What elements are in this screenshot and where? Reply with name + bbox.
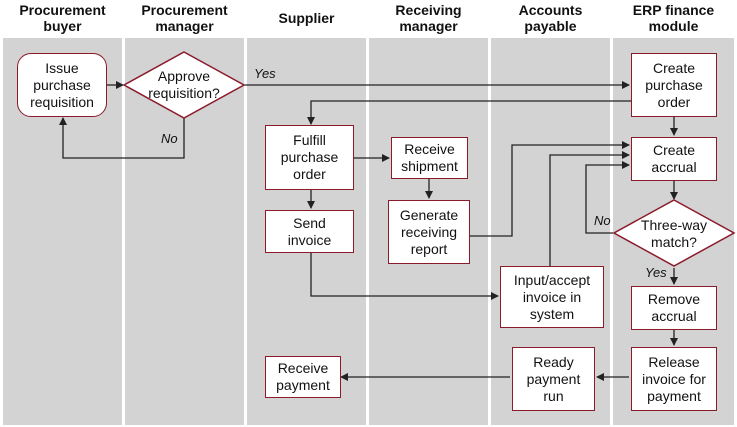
arrow-create-po-to-fulfill [307, 100, 674, 125]
send-invoice: Send invoice [265, 210, 354, 253]
generate-receiving-report: Generate receiving report [388, 200, 470, 264]
label-approve-yes: Yes [254, 66, 276, 81]
fulfill-purchase-order: Fulfill purchase order [265, 125, 354, 190]
lane-header-receiving-manager: Receiving manager [395, 2, 462, 34]
decision-three-way-match [612, 199, 736, 267]
label-match-yes: Yes [645, 265, 667, 280]
arrow-report-to-accrual [470, 141, 630, 237]
receive-shipment: Receive shipment [391, 137, 468, 179]
lane-header-procurement-buyer: Procurement buyer [19, 2, 106, 34]
label-approve-no: No [161, 131, 178, 146]
remove-accrual: Remove accrual [631, 286, 717, 330]
receive-payment: Receive payment [265, 356, 341, 398]
lane-header-procurement-manager: Procurement manager [141, 2, 228, 34]
create-purchase-order: Create purchase order [631, 53, 717, 117]
label-match-no: No [594, 213, 611, 228]
arrow-match-no-to-accrual [585, 161, 630, 234]
decision-approve-requisition [122, 51, 246, 119]
lane-header-erp-finance: ERP finance module [632, 2, 715, 34]
arrow-approve-no-to-issue [59, 117, 185, 159]
issue-purchase-requisition: Issue purchase requisition [17, 53, 107, 117]
input-accept-invoice: Input/accept invoice in system [500, 266, 604, 328]
three-way-match-text: Three-way match? [640, 217, 708, 250]
lane-header-accounts-payable: Accounts payable [518, 2, 583, 34]
lane-header-supplier: Supplier [278, 10, 335, 26]
approve-requisition-text: Approve requisition? [148, 68, 220, 101]
create-accrual: Create accrual [631, 137, 717, 181]
arrow-send-to-input [310, 253, 499, 300]
ready-payment-run: Ready payment run [512, 347, 595, 411]
arrow-input-to-accrual [549, 151, 630, 266]
release-invoice-for-payment: Release invoice for payment [631, 347, 717, 411]
